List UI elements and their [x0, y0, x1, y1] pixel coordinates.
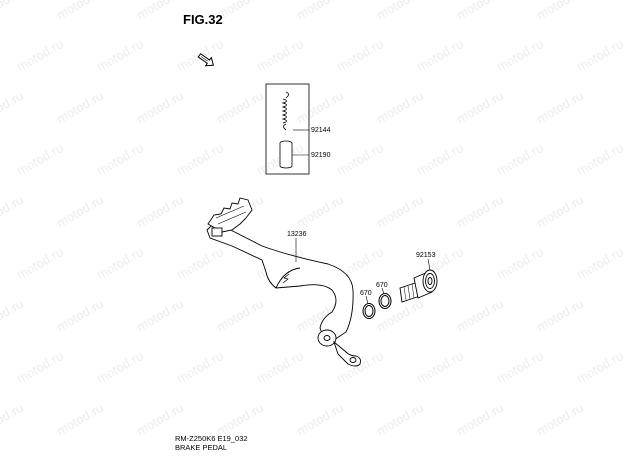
spring-92144[interactable] [281, 91, 289, 131]
watermark-text: motod.ru [534, 0, 586, 23]
watermark-text: motod.ru [134, 192, 186, 231]
front-direction-arrow-icon [197, 53, 215, 67]
watermark-text: motod.ru [94, 244, 146, 283]
watermark-text: motod.ru [374, 296, 426, 335]
watermark-text: motod.ru [254, 348, 306, 387]
part-number-92144: 92144 [311, 127, 331, 134]
o-ring-670-b[interactable] [378, 293, 392, 309]
watermark-text: motod.ru [174, 348, 226, 387]
watermark-text: motod.ru [574, 140, 625, 179]
watermark-text: motod.ru [14, 140, 66, 179]
part-number-670-b: 670 [376, 282, 388, 289]
watermark-text: motod.ru [254, 36, 306, 75]
watermark-text: motod.ru [0, 296, 26, 335]
part-number-670-a: 670 [360, 290, 372, 297]
watermark-text: motod.ru [334, 140, 386, 179]
o-ring-670-a[interactable] [362, 303, 376, 319]
figure-title: FIG.32 [183, 12, 223, 27]
watermark-text: motod.ru [0, 192, 26, 231]
watermark-text: motod.ru [214, 296, 266, 335]
watermark-text: motod.ru [454, 88, 506, 127]
part-number-13236: 13236 [287, 231, 307, 238]
watermark-layer: motod.ru motod.ru motod.ru motod.ru motod.ru… [0, 0, 625, 439]
watermark-text: motod.ru [54, 400, 106, 439]
watermark-text: motod.ru [534, 88, 586, 127]
watermark-text: motod.ru [14, 36, 66, 75]
watermark-text: motod.ru [454, 296, 506, 335]
leader-92153 [427, 258, 431, 271]
watermark-text: motod.ru [454, 0, 506, 23]
watermark-text: motod.ru [334, 36, 386, 75]
watermark-text: motod.ru [54, 296, 106, 335]
watermark-text: motod.ru [454, 400, 506, 439]
brake-pedal-13236[interactable] [206, 197, 361, 367]
watermark-text: motod.ru [374, 400, 426, 439]
watermark-text: motod.ru [374, 88, 426, 127]
leader-670-a [365, 295, 369, 305]
part-number-92190: 92190 [311, 152, 331, 159]
watermark-text: motod.ru [134, 0, 186, 23]
watermark-text: motod.ru [534, 192, 586, 231]
watermark-text: motod.ru [414, 36, 466, 75]
watermark-text: motod.ru [0, 88, 26, 127]
watermark-text: motod.ru [174, 140, 226, 179]
leader-670-b [381, 287, 385, 295]
watermark-text: motod.ru [54, 0, 106, 23]
pin-92190[interactable] [279, 140, 293, 169]
watermark-text: motod.ru [574, 244, 625, 283]
watermark-text: motod.ru [294, 400, 346, 439]
watermark-text: motod.ru [414, 140, 466, 179]
watermark-text: motod.ru [294, 192, 346, 231]
watermark-text: motod.ru [214, 400, 266, 439]
watermark-text: motod.ru [574, 36, 625, 75]
pivot-bolt-92153[interactable] [399, 269, 438, 303]
diagram-code: RM-Z250K6 E19_032 [175, 434, 248, 443]
watermark-text: motod.ru [94, 36, 146, 75]
part-number-92153: 92153 [416, 252, 436, 259]
watermark-text: motod.ru [14, 244, 66, 283]
watermark-text: motod.ru [294, 0, 346, 23]
watermark-text: motod.ru [454, 192, 506, 231]
watermark-text: motod.ru [494, 140, 546, 179]
watermark-text: motod.ru [494, 348, 546, 387]
watermark-text: motod.ru [534, 400, 586, 439]
watermark-text: motod.ru [134, 400, 186, 439]
watermark-text: motod.ru [494, 244, 546, 283]
watermark-text: motod.ru [294, 88, 346, 127]
watermark-text: motod.ru [374, 0, 426, 23]
watermark-text: motod.ru [174, 244, 226, 283]
watermark-text: motod.ru [0, 400, 26, 439]
diagram-caption: BRAKE PEDAL [175, 443, 228, 452]
watermark-text: motod.ru [494, 36, 546, 75]
watermark-text: motod.ru [134, 88, 186, 127]
watermark-text: motod.ru [134, 296, 186, 335]
watermark-text: motod.ru [0, 0, 26, 23]
watermark-text: motod.ru [94, 348, 146, 387]
watermark-text: motod.ru [214, 88, 266, 127]
watermark-text: motod.ru [574, 348, 625, 387]
watermark-text: motod.ru [94, 140, 146, 179]
watermark-text: motod.ru [374, 192, 426, 231]
watermark-text: motod.ru [14, 348, 66, 387]
watermark-text: motod.ru [54, 192, 106, 231]
watermark-text: motod.ru [54, 88, 106, 127]
watermark-text: motod.ru [534, 296, 586, 335]
spring-kit-box [265, 83, 310, 175]
watermark-text: motod.ru [414, 348, 466, 387]
